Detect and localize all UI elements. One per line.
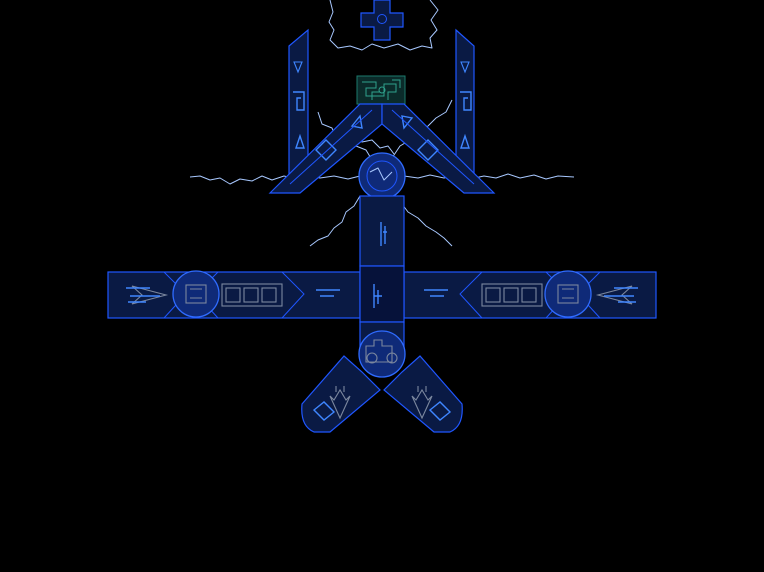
spine-center[interactable] bbox=[359, 265, 405, 323]
right-pylon[interactable] bbox=[455, 28, 475, 194]
arrow-icon bbox=[126, 285, 169, 305]
thruster-icon bbox=[411, 386, 433, 420]
cargo-icon bbox=[221, 283, 283, 307]
spine-upper[interactable] bbox=[359, 195, 405, 267]
shield-icon bbox=[172, 270, 220, 318]
core-hub[interactable] bbox=[358, 152, 406, 200]
arrow-icon bbox=[595, 285, 638, 305]
left-engine-pod[interactable] bbox=[301, 355, 381, 433]
cross-turret[interactable] bbox=[360, 0, 404, 41]
spine-lower[interactable] bbox=[358, 321, 406, 378]
terminal-node[interactable] bbox=[356, 75, 406, 105]
right-wing[interactable] bbox=[403, 270, 657, 319]
circuit-icon bbox=[365, 339, 398, 364]
shield-icon bbox=[544, 270, 592, 318]
cargo-icon bbox=[481, 283, 543, 307]
right-diagonal-arm[interactable] bbox=[381, 103, 496, 194]
right-engine-pod[interactable] bbox=[383, 355, 463, 433]
thruster-icon bbox=[329, 386, 351, 420]
left-wing[interactable] bbox=[107, 270, 361, 319]
